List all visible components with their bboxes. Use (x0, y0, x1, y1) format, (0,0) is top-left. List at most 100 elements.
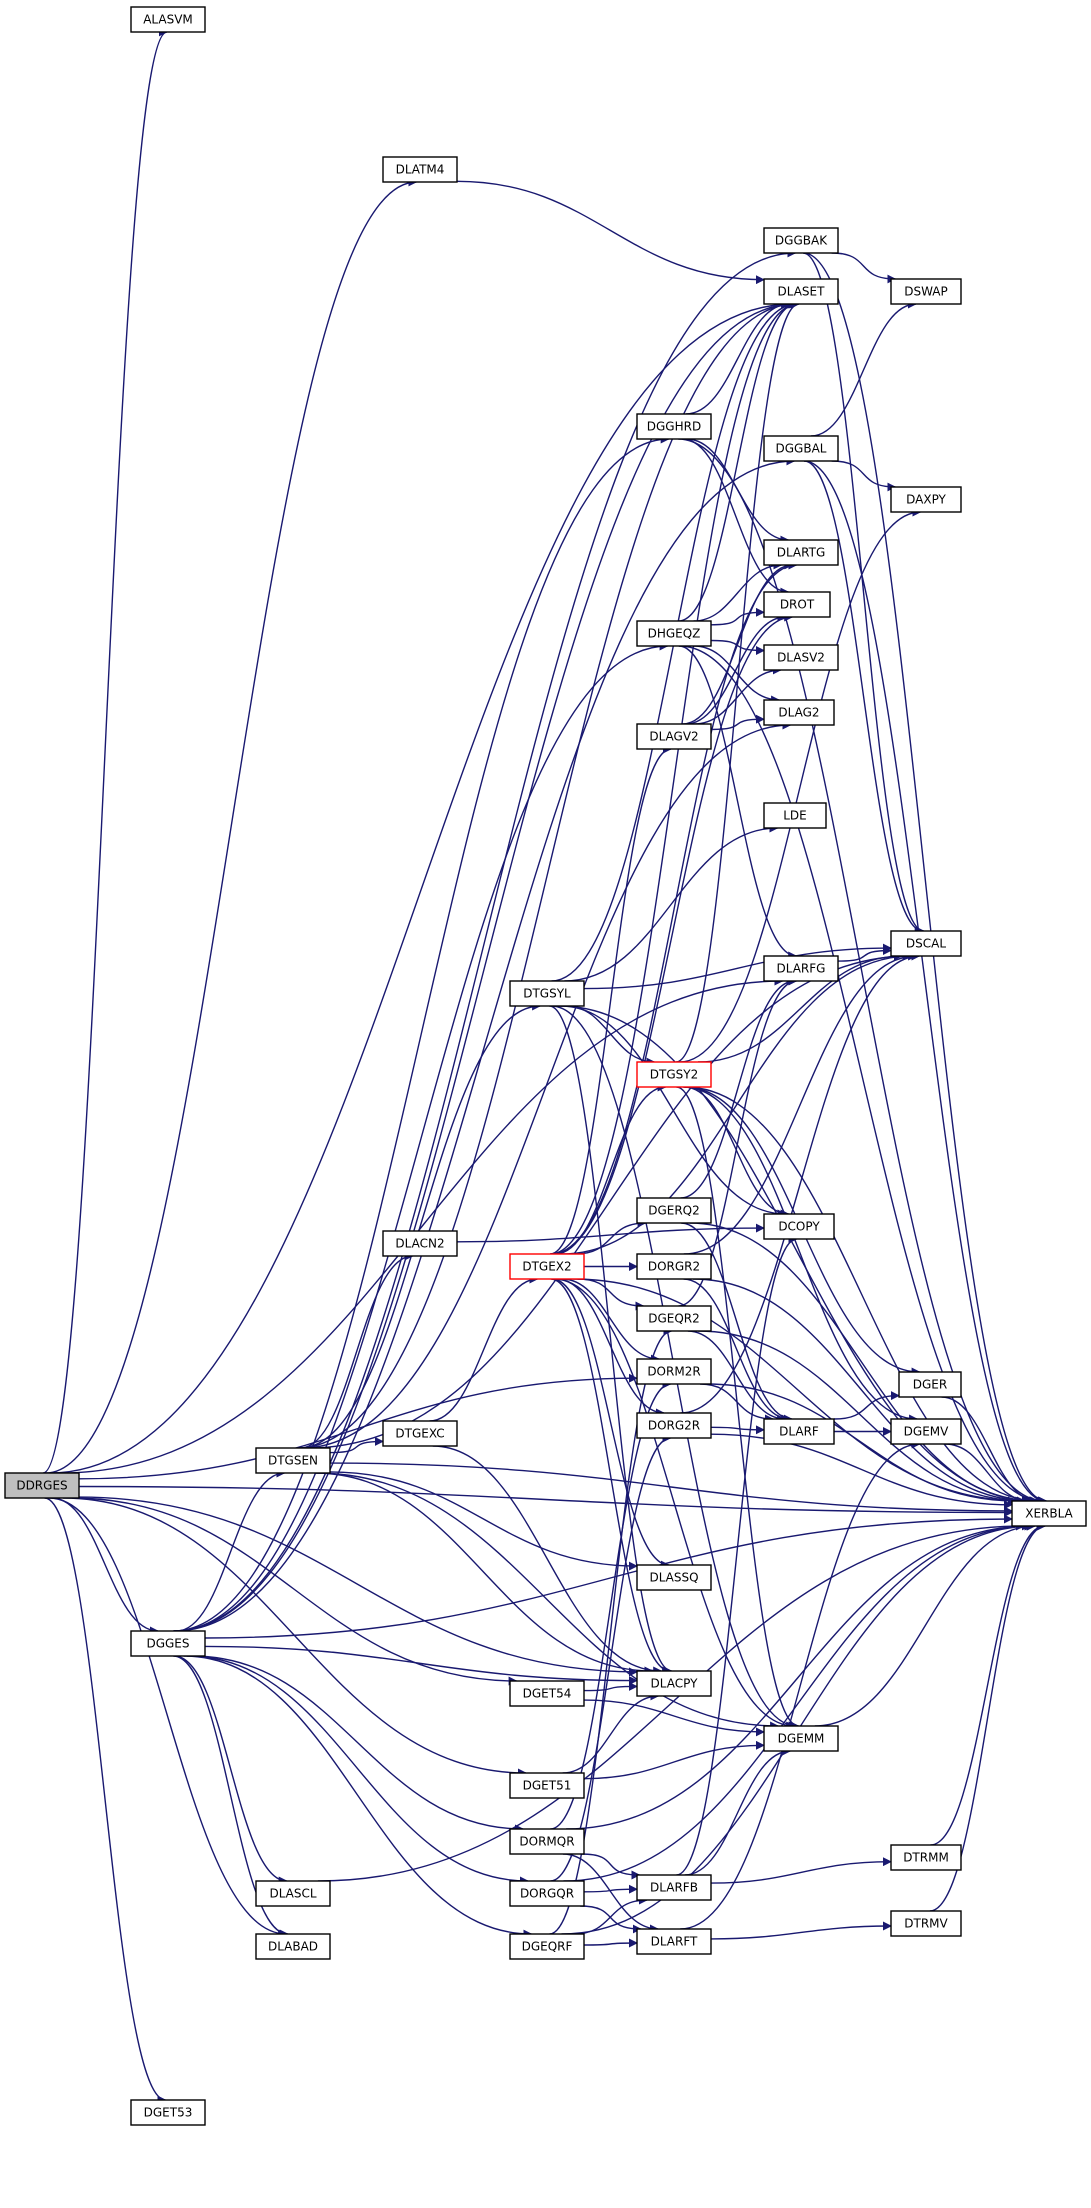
node-label: DGET54 (523, 1687, 572, 1701)
node-label: DSCAL (906, 937, 946, 951)
edge-dtgsy2-to-dgemm (676, 1086, 800, 1731)
node-label: DORG2R (648, 1419, 700, 1433)
edge-dtgex2-to-dlacpy (550, 1278, 672, 1676)
node-dlag2[interactable]: DLAG2 (763, 699, 835, 726)
node-dggbak[interactable]: DGGBAK (763, 227, 839, 254)
node-box (763, 435, 839, 462)
edge-dhgeqz-to-dlag2 (693, 645, 781, 705)
node-dlarft[interactable]: DLARFT (636, 1928, 712, 1955)
edge-dorgr2-to-xerbla (692, 1278, 1031, 1506)
edge-dgges-to-dggbak (173, 248, 797, 1632)
edge-dtgexc-to-dtgex2 (429, 1274, 539, 1422)
node-lde[interactable]: LDE (763, 802, 827, 829)
node-dtgex2[interactable]: DTGEX2 (509, 1253, 585, 1280)
node-dlarfb[interactable]: DLARFB (636, 1874, 712, 1901)
node-dswap[interactable]: DSWAP (890, 278, 962, 305)
node-dget54[interactable]: DGET54 (509, 1680, 585, 1707)
edge-dlarft-to-dtrmv (710, 1921, 892, 1940)
node-dgerq2[interactable]: DGERQ2 (636, 1197, 712, 1224)
node-xerbla[interactable]: XERBLA (1011, 1500, 1087, 1527)
node-box (255, 1933, 331, 1960)
edge-dtgex2-to-dscal (561, 951, 913, 1255)
node-dlagv2[interactable]: DLAGV2 (636, 723, 712, 750)
node-box (636, 1564, 712, 1591)
node-dlassq[interactable]: DLASSQ (636, 1564, 712, 1591)
node-dlabad[interactable]: DLABAD (255, 1933, 331, 1960)
node-dlartg[interactable]: DLARTG (763, 539, 839, 566)
node-dorm2r[interactable]: DORM2R (636, 1358, 712, 1385)
node-label: DROT (780, 598, 815, 612)
edge-dgerq2-to-xerbla (689, 1222, 1035, 1506)
node-dlaset[interactable]: DLASET (763, 278, 839, 305)
node-box (636, 1874, 712, 1901)
edge-dgemm-to-xerbla (814, 1521, 1037, 1727)
edge-dtgex2-to-dorm2r (562, 1278, 660, 1364)
edge-dtgsy2-to-dgemv (682, 1086, 919, 1424)
edge-dgghrd-to-drot (682, 438, 790, 597)
node-dlacn2[interactable]: DLACN2 (382, 1230, 458, 1257)
node-box (130, 1630, 206, 1657)
node-dget51[interactable]: DGET51 (509, 1772, 585, 1799)
edge-dtgex2-to-xerbla (572, 1278, 1025, 1506)
node-dormqr[interactable]: DORMQR (509, 1828, 585, 1855)
edge-dtrmv-to-xerbla (929, 1521, 1047, 1912)
node-ddrges[interactable]: DDRGES (4, 1472, 80, 1499)
node-label: DGGHRD (647, 420, 701, 434)
edge-dtgsyl-to-lde (564, 823, 779, 982)
edge-dlarfb-to-dgemm (684, 1746, 792, 1876)
node-dgemv[interactable]: DGEMV (890, 1418, 962, 1445)
node-daxpy[interactable]: DAXPY (890, 486, 962, 513)
edge-dget51-to-dlacpy (562, 1691, 660, 1774)
node-dgemm[interactable]: DGEMM (763, 1725, 839, 1752)
edge-dorg2r-to-xerbla (710, 1433, 1013, 1510)
edge-dorgqr-to-xerbla (563, 1521, 1034, 1882)
edge-dtgsen-to-dlacn2 (300, 1251, 414, 1449)
edge-dormqr-to-xerbla (566, 1521, 1031, 1830)
edge-dgghrd-to-xerbla (678, 438, 1046, 1506)
node-dtgexc[interactable]: DTGEXC (382, 1420, 458, 1447)
node-dtgsyl[interactable]: DTGSYL (509, 980, 585, 1007)
node-dlatm4[interactable]: DLATM4 (382, 156, 458, 183)
edge-dgges-to-dhgeqz (174, 641, 669, 1632)
node-dgghrd[interactable]: DGGHRD (636, 413, 712, 440)
edge-dlagv2-to-dlartg (682, 560, 794, 725)
node-box (382, 1420, 458, 1447)
node-label: XERBLA (1025, 1507, 1073, 1521)
node-label: DLARFG (777, 962, 826, 976)
node-dger[interactable]: DGER (898, 1371, 962, 1398)
node-box (130, 2099, 206, 2126)
node-dorgr2[interactable]: DORGR2 (636, 1253, 712, 1280)
edge-dtgex2-to-dgemm (553, 1278, 796, 1731)
node-dlascl[interactable]: DLASCL (255, 1880, 331, 1907)
edge-dlatm4-to-dlaset (456, 180, 765, 285)
node-dlacpy[interactable]: DLACPY (636, 1670, 712, 1697)
edge-dorg2r-to-dlarf (710, 1425, 765, 1435)
node-alasvm[interactable]: ALASVM (130, 6, 206, 33)
node-dscal[interactable]: DSCAL (890, 930, 962, 957)
edge-dgges-to-dtgsen (176, 1468, 286, 1632)
node-dcopy[interactable]: DCOPY (763, 1213, 835, 1240)
node-dlasv2[interactable]: DLASV2 (763, 644, 839, 671)
node-dggbal[interactable]: DGGBAL (763, 435, 839, 462)
node-drot[interactable]: DROT (763, 591, 831, 618)
edge-dtgex2-to-dgeqr2 (577, 1278, 645, 1311)
node-dgeqr2[interactable]: DGEQR2 (636, 1305, 712, 1332)
node-dget53[interactable]: DGET53 (130, 2099, 206, 2126)
node-label: DGGES (146, 1637, 189, 1651)
node-dhgeqz[interactable]: DHGEQZ (636, 620, 712, 647)
node-dtgsen[interactable]: DTGSEN (255, 1447, 331, 1474)
node-dlarfg[interactable]: DLARFG (763, 955, 839, 982)
node-box (636, 1197, 712, 1224)
node-box (382, 1230, 458, 1257)
node-label: DHGEQZ (648, 627, 701, 641)
node-dtrmv[interactable]: DTRMV (890, 1910, 962, 1937)
edge-dggbak-to-xerbla (803, 252, 1048, 1506)
node-dgges[interactable]: DGGES (130, 1630, 206, 1657)
node-dorg2r[interactable]: DORG2R (636, 1412, 712, 1439)
node-dtgsy2[interactable]: DTGSY2 (636, 1061, 712, 1088)
node-dlarf[interactable]: DLARF (763, 1418, 835, 1445)
node-dtrmm[interactable]: DTRMM (890, 1844, 962, 1871)
node-dgeqrf[interactable]: DGEQRF (509, 1933, 585, 1960)
node-label: DLASV2 (777, 651, 825, 665)
node-dorgqr[interactable]: DORGQR (509, 1880, 585, 1907)
